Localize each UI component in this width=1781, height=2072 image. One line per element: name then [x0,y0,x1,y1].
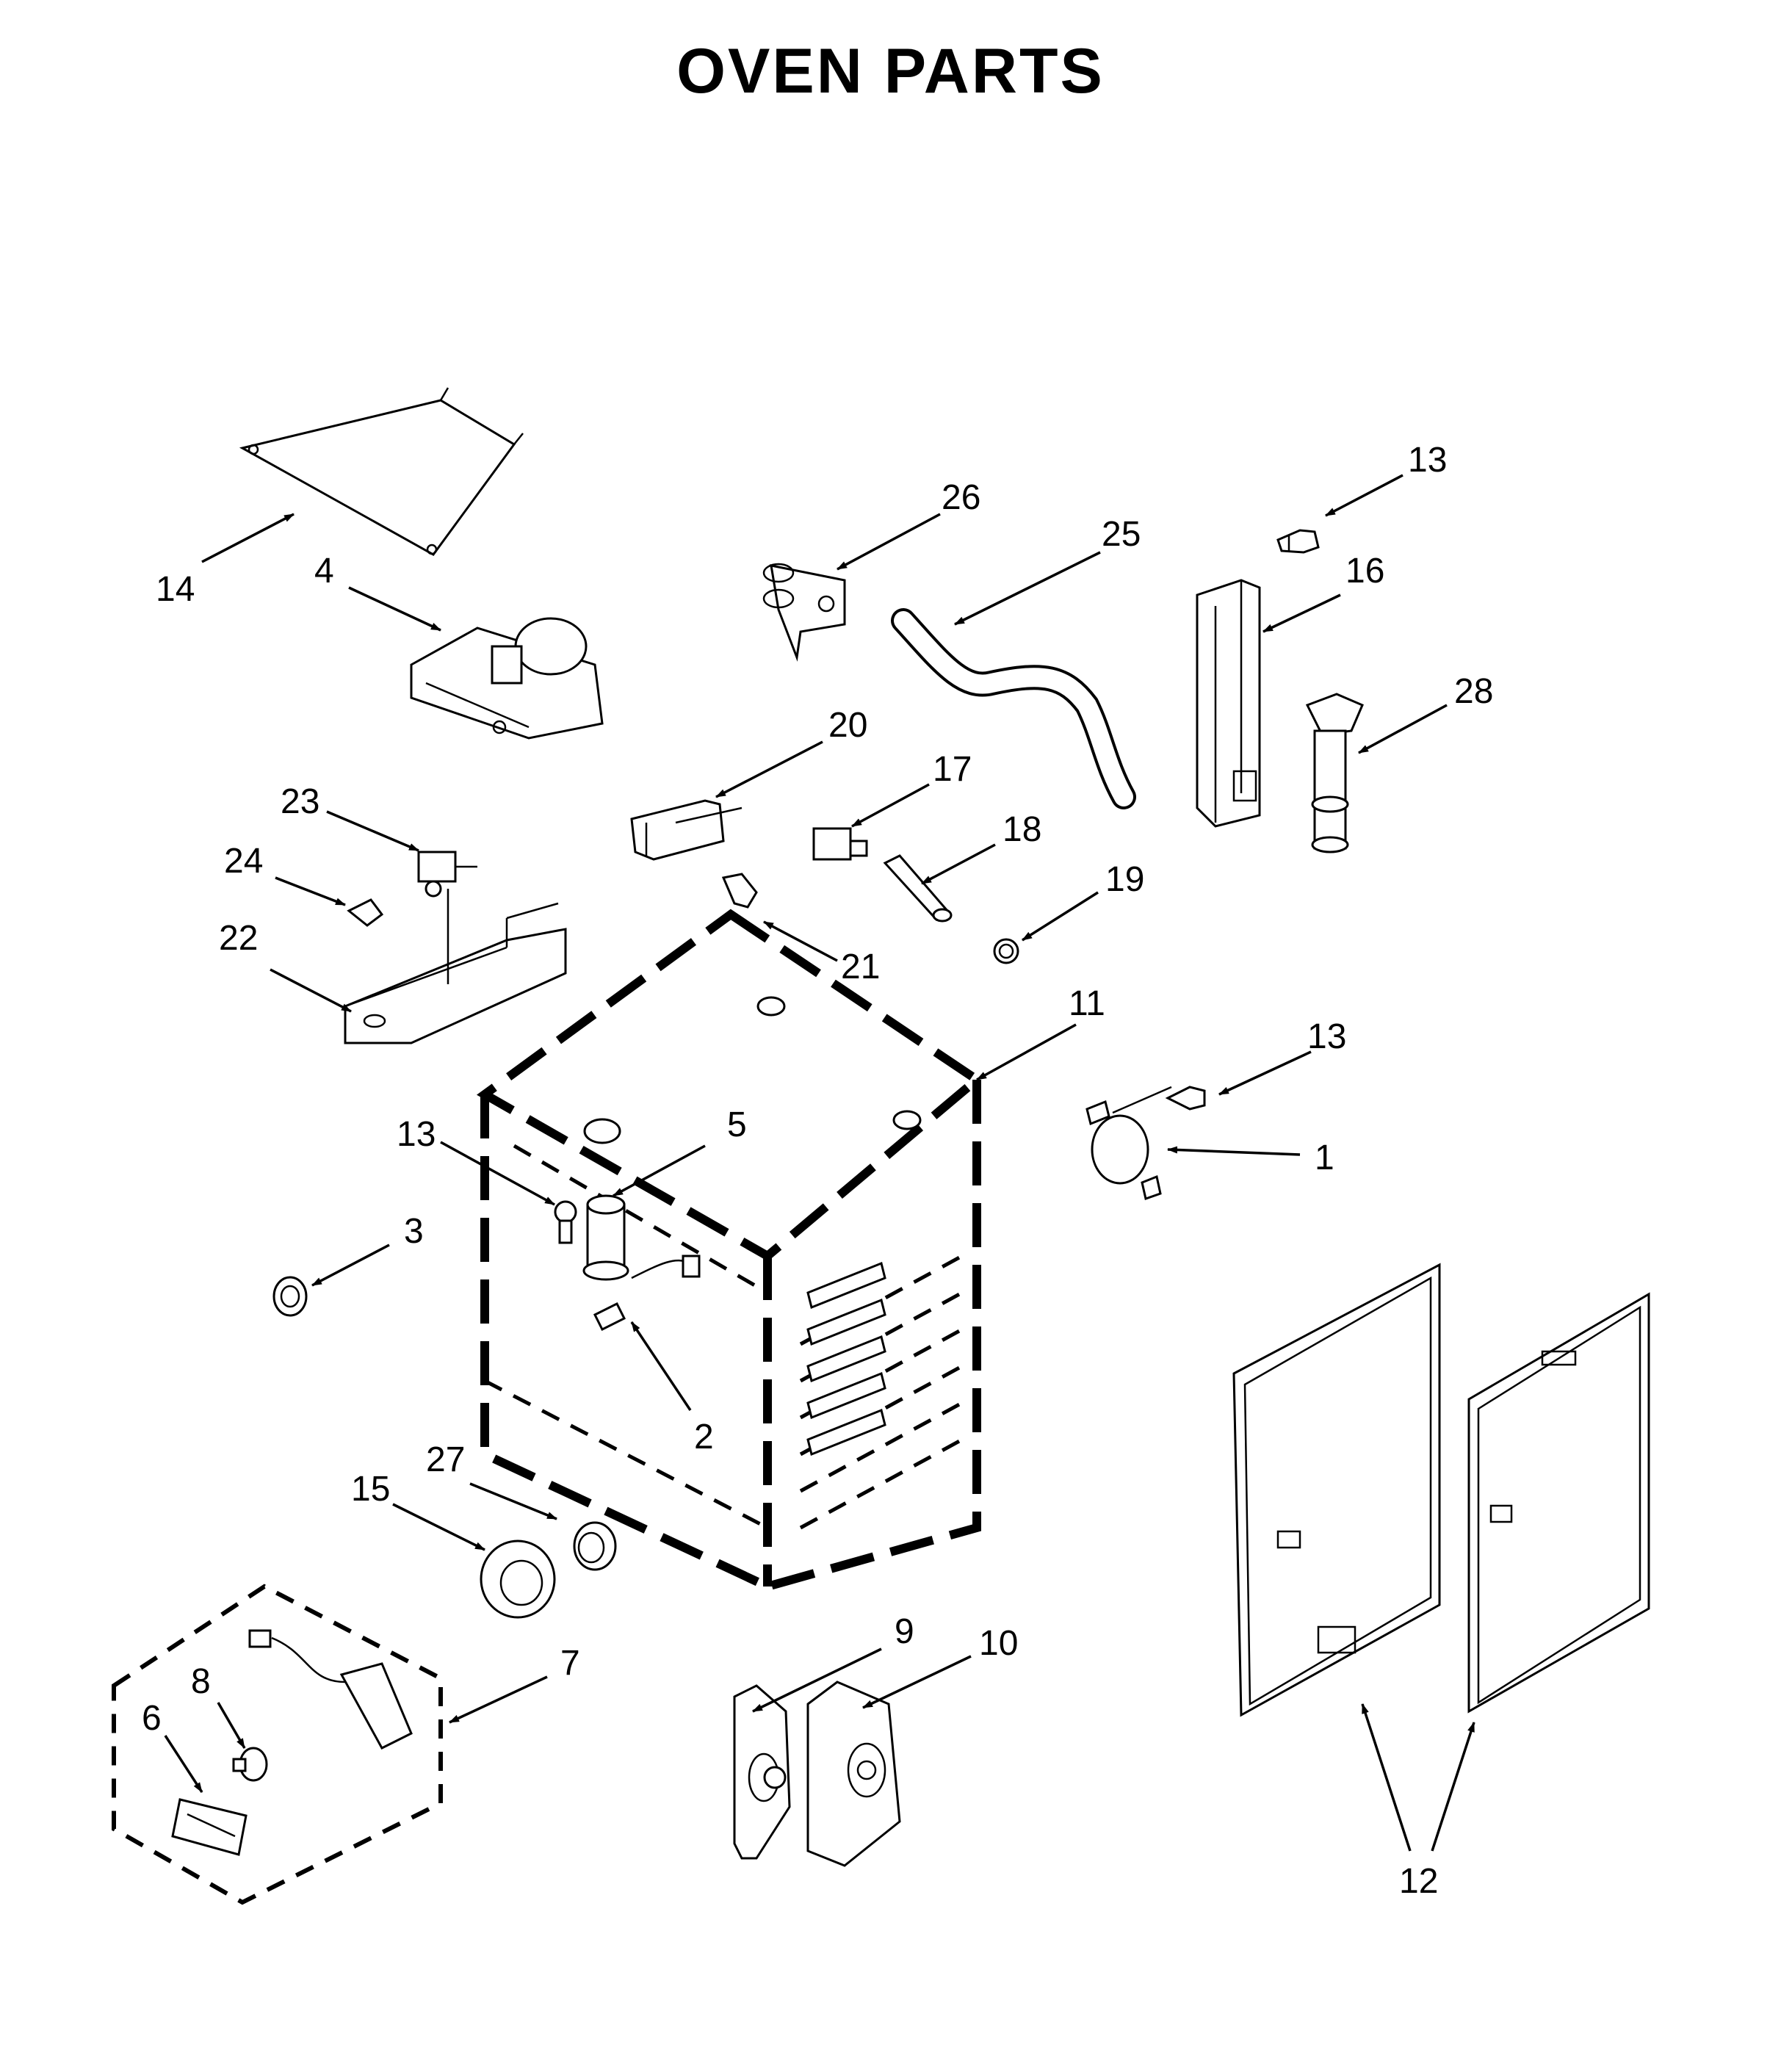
part-26-clip [762,563,846,662]
part-16-control-box [1196,579,1261,828]
part-17-switch [812,827,868,861]
callout-19: 19 [1105,860,1144,899]
part-18-tube [883,854,953,923]
part-2-plate [593,1302,626,1332]
callout-1: 1 [1315,1138,1334,1177]
part-25-tube [891,608,1136,809]
part-8-bulb [232,1747,268,1782]
part-19-clamp [993,938,1019,964]
callout-2: 2 [694,1418,714,1456]
part-12-side-panel-right [1467,1292,1650,1714]
callout-23: 23 [281,782,319,821]
part-11-oven-cavity [476,909,984,1591]
callout-10: 10 [979,1624,1018,1663]
callout-11: 11 [1069,984,1105,1023]
part-21-screw [721,873,758,909]
part-13-screw-top [1276,529,1320,554]
callout-7: 7 [560,1644,580,1683]
callout-26: 26 [942,478,980,517]
part-4-latch-assembly [410,617,604,740]
part-15-socket [480,1539,556,1619]
part-9-hinge [733,1684,791,1860]
callout-16: 16 [1345,552,1384,591]
callout-21: 21 [841,947,880,986]
callout-17: 17 [933,750,972,789]
part-14-bracket-plate [239,387,524,556]
callout-3: 3 [404,1212,424,1251]
callout-13: 13 [1408,441,1447,480]
part-28-sensor [1305,693,1364,853]
callout-25: 25 [1102,515,1141,554]
callout-labels: 14 4 26 25 13 16 28 20 17 18 19 21 23 24… [142,441,1493,1901]
callout-24: 24 [224,842,263,881]
callout-leaders [164,474,1475,1852]
part-1-thermostat [1085,1086,1172,1200]
part-6-lens [171,1798,248,1856]
part-10-hinge [806,1681,901,1867]
callout-13: 13 [1307,1017,1346,1056]
cavity-rack-guides [806,1261,886,1456]
part-27-ring [573,1521,617,1571]
part-13-screw-right [1165,1086,1206,1111]
part-13-screw-mid [554,1200,577,1244]
callout-20: 20 [828,706,867,745]
callout-13: 13 [397,1115,436,1154]
part-5-element [582,1194,701,1281]
callout-15: 15 [351,1470,390,1509]
part-7-light-assembly [112,1584,443,1905]
part-12-side-panel-left [1232,1263,1441,1717]
part-20-bracket [630,799,743,861]
diagram-title: OVEN PARTS [676,36,1105,107]
callout-28: 28 [1454,672,1493,711]
callout-14: 14 [156,570,195,609]
part-23-valve [417,851,477,898]
callout-27: 27 [426,1440,465,1479]
callout-12: 12 [1399,1862,1438,1901]
part-24-connector [347,898,384,927]
callout-5: 5 [727,1105,747,1144]
callout-6: 6 [142,1699,162,1738]
callout-8: 8 [191,1662,211,1701]
callout-4: 4 [314,552,334,591]
callout-22: 22 [219,919,258,958]
callout-9: 9 [895,1612,914,1651]
part-3-knob [272,1276,308,1317]
part-22-channel [344,889,567,1044]
callout-18: 18 [1003,810,1041,849]
